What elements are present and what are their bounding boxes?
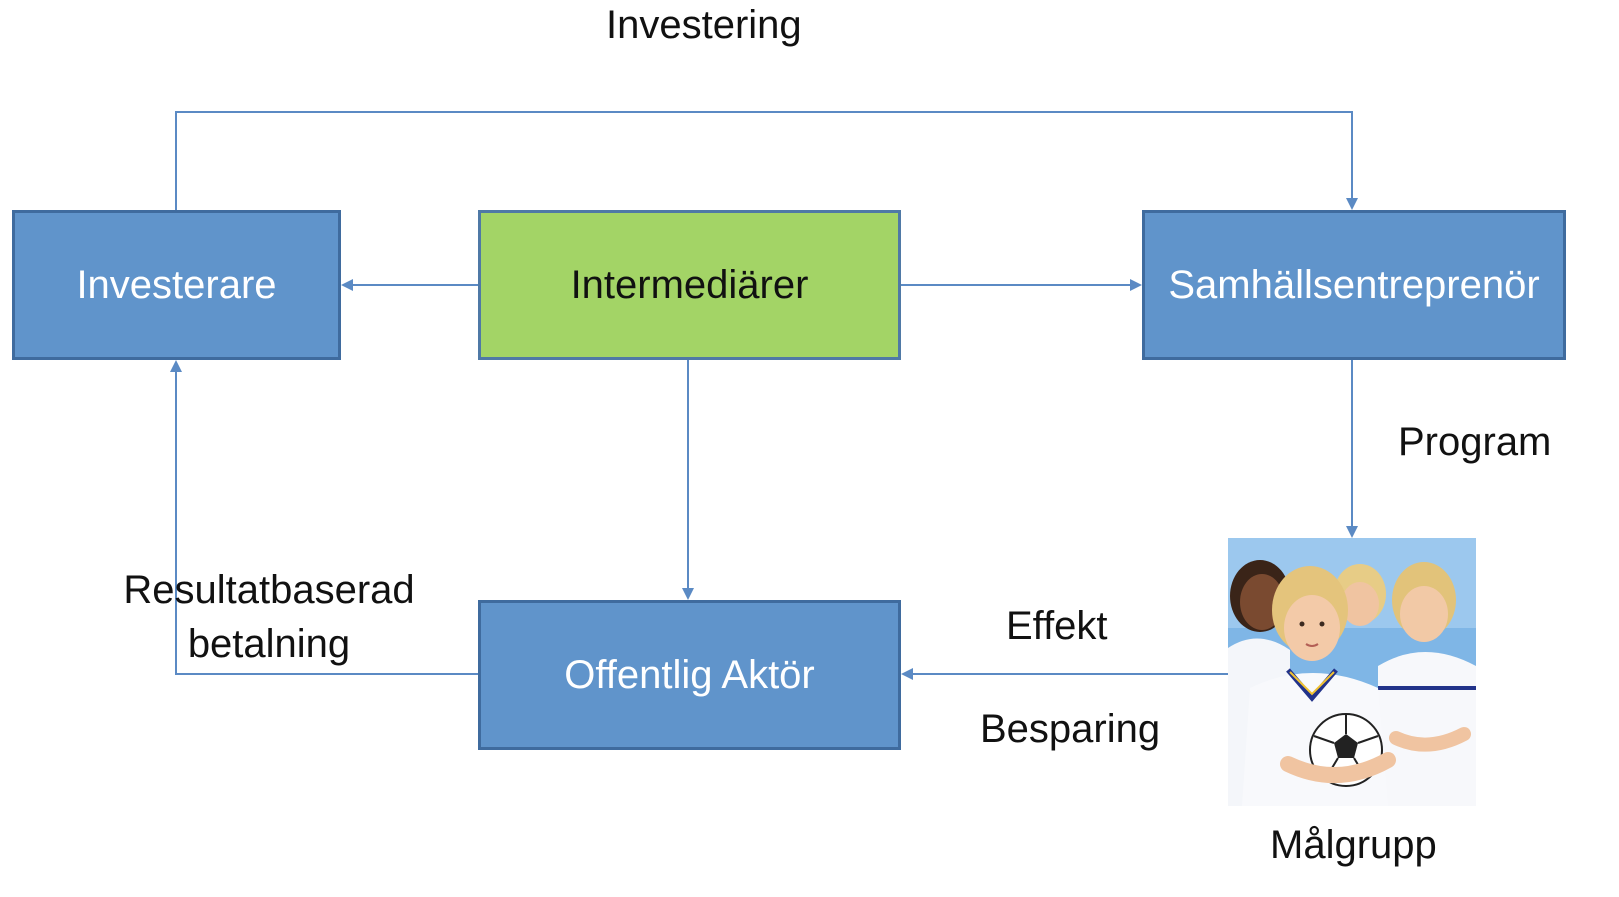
- arrow-resultatbaserad-betalning: [170, 360, 478, 675]
- box-offentlig-aktor-label: Offentlig Aktör: [564, 653, 815, 697]
- box-offentlig-aktor: Offentlig Aktör: [478, 600, 901, 750]
- label-malgrupp: Målgrupp: [1270, 823, 1437, 867]
- arrow-investering: [175, 111, 1358, 210]
- box-intermediarer: Intermediärer: [478, 210, 901, 360]
- box-investerare: Investerare: [12, 210, 341, 360]
- label-besparing: Besparing: [980, 707, 1161, 751]
- box-investerare-label: Investerare: [76, 263, 277, 307]
- label-investering: Investering: [606, 3, 802, 47]
- label-program: Program: [1398, 420, 1552, 464]
- children-soccer-team-photo: [1228, 538, 1476, 806]
- box-samhallsentreprenor: Samhällsentreprenör: [1142, 210, 1566, 360]
- label-resultatbaserad-betalning: Resultatbaserad betalning: [123, 568, 415, 666]
- box-samhallsentreprenor-label: Samhällsentreprenör: [1168, 263, 1540, 307]
- box-intermediarer-label: Intermediärer: [570, 263, 809, 307]
- label-effekt: Effekt: [1006, 604, 1108, 648]
